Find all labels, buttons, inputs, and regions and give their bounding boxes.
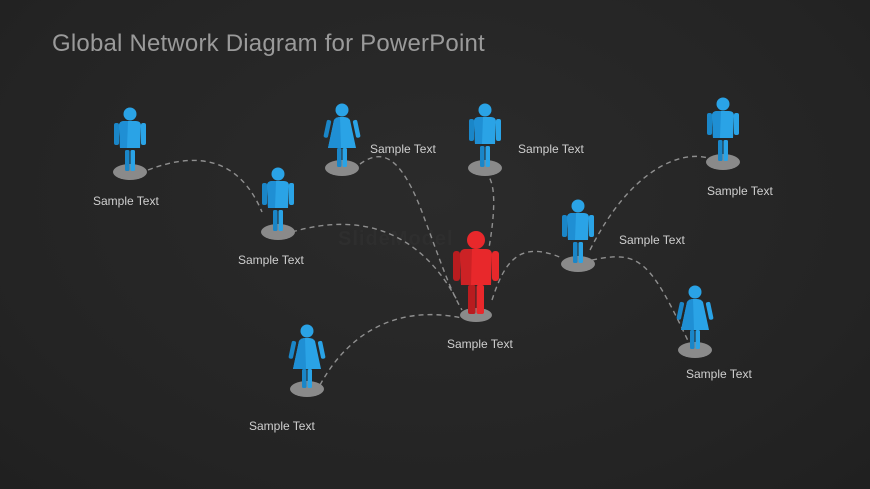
node-label-man-top-left: Sample Text — [93, 194, 159, 208]
woman-icon — [288, 324, 326, 397]
man-icon — [561, 199, 595, 272]
connector-woman-top-hub — [359, 156, 463, 311]
node-label-woman-bottom-left: Sample Text — [249, 419, 315, 433]
node-label-hub-person: Sample Text — [447, 337, 513, 351]
connector-midleft-hub — [291, 223, 459, 303]
connector-hub-midright — [491, 250, 563, 301]
node-label-man-top-right: Sample Text — [707, 184, 773, 198]
man-icon — [706, 97, 740, 170]
connector-topleft-midleft — [147, 159, 263, 213]
man-icon — [261, 167, 295, 240]
watermark-text: SlideModel — [338, 228, 454, 250]
slide-title: Global Network Diagram for PowerPoint — [52, 30, 485, 57]
node-label-woman-bottom-right: Sample Text — [686, 367, 752, 381]
node-label-woman-top: Sample Text — [370, 142, 436, 156]
node-label-man-top-center: Sample Text — [518, 142, 584, 156]
connector-midright-topright — [589, 155, 709, 251]
node-label-man-middle-right: Sample Text — [619, 233, 685, 247]
connector-bottomleft-hub — [319, 314, 463, 386]
connector-lines — [147, 155, 709, 386]
hub-person-icon — [453, 231, 499, 322]
woman-icon — [676, 285, 714, 358]
woman-icon — [323, 103, 361, 176]
man-icon — [113, 107, 147, 180]
node-label-man-middle-left: Sample Text — [238, 253, 304, 267]
man-icon — [468, 103, 502, 176]
connector-midright-bottomright — [591, 256, 691, 346]
